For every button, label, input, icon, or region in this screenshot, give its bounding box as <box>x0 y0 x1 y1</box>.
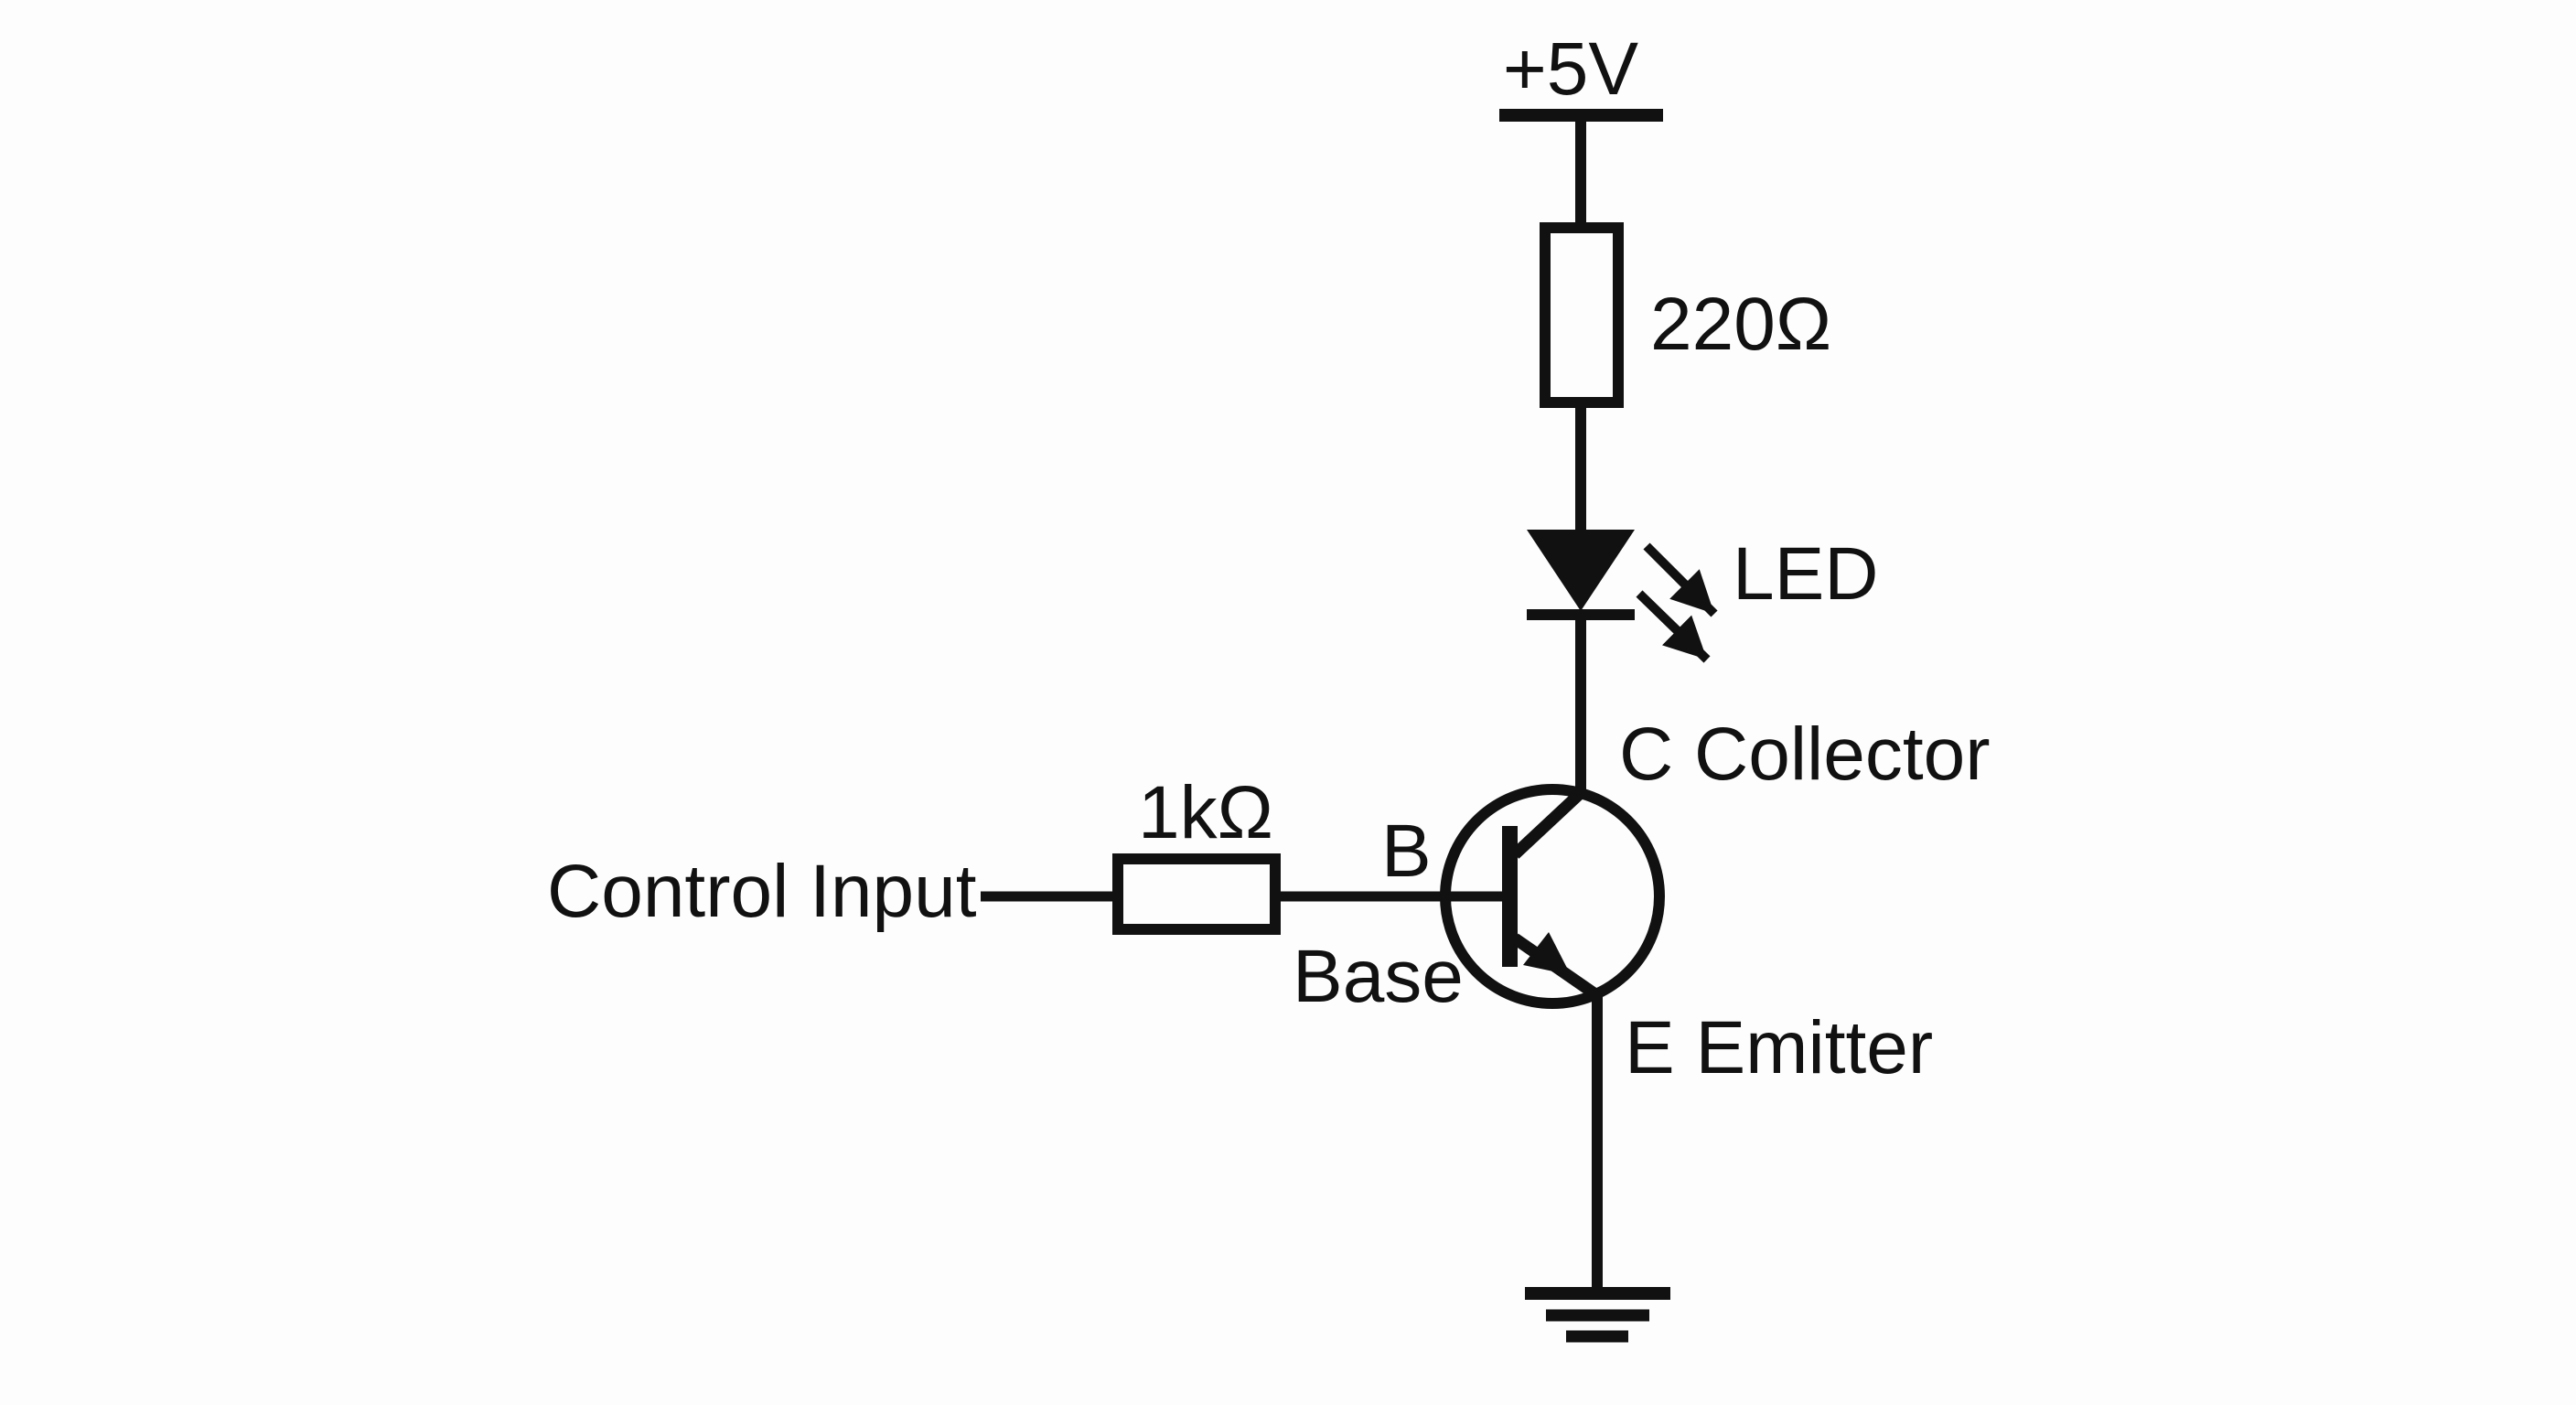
led-label: LED <box>1733 532 1879 616</box>
led-light-arrow-icon <box>1643 542 1718 617</box>
control-input-label: Control Input <box>547 850 977 933</box>
base-name-label: Base <box>1293 935 1464 1018</box>
led-light-arrow-icon <box>1636 590 1711 663</box>
supply-voltage-label: +5V <box>1503 27 1638 111</box>
base-resistor-symbol <box>1112 853 1281 935</box>
transistor-collector-lead <box>1510 786 1588 859</box>
ground-symbol-icon <box>1525 1287 1670 1343</box>
transistor-base-bar <box>1502 826 1518 967</box>
collector-resistor-label: 220Ω <box>1650 283 1831 366</box>
collector-pin-label: C Collector <box>1619 713 1991 796</box>
emitter-arrowhead <box>1523 932 1571 975</box>
collector-resistor-symbol <box>1540 222 1624 408</box>
base-pin-label: B <box>1381 810 1432 893</box>
base-resistor-label: 1kΩ <box>1138 771 1273 854</box>
emitter-pin-label: E Emitter <box>1625 1006 1933 1089</box>
led-anode-triangle <box>1527 530 1635 611</box>
